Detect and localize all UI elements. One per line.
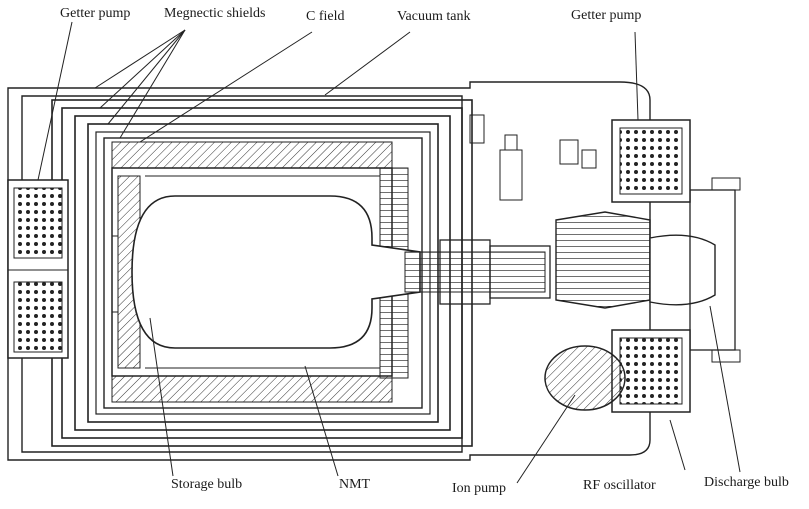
leader-lines bbox=[37, 21, 741, 484]
magnetic-shields-label: Megnectic shields bbox=[164, 6, 266, 21]
c-field-coil bbox=[103, 137, 423, 409]
nmt-label: NMT bbox=[339, 477, 371, 492]
vacuum-tank-label: Vacuum tank bbox=[397, 9, 471, 24]
getter-pump-label-left: Getter pump bbox=[60, 6, 131, 21]
rf-oscillator-label: RF oscillator bbox=[583, 478, 656, 493]
getter-pump-right-drawing bbox=[611, 119, 691, 413]
discharge-assembly bbox=[555, 177, 741, 363]
discharge-bulb-label: Discharge bulb bbox=[704, 475, 789, 490]
getter-pump-left-drawing bbox=[7, 179, 69, 359]
neck-assembly bbox=[404, 134, 551, 305]
storage-bulb-label: Storage bulb bbox=[171, 477, 243, 492]
storage-bulb bbox=[131, 195, 421, 349]
ion-pump-drawing bbox=[544, 345, 626, 411]
getter-pump-label-right: Getter pump bbox=[571, 8, 642, 23]
ion-pump-label: Ion pump bbox=[452, 481, 507, 496]
nmt-cylinder bbox=[145, 175, 380, 369]
c-field-label: C field bbox=[306, 9, 345, 24]
valves-and-fittings bbox=[469, 114, 597, 169]
